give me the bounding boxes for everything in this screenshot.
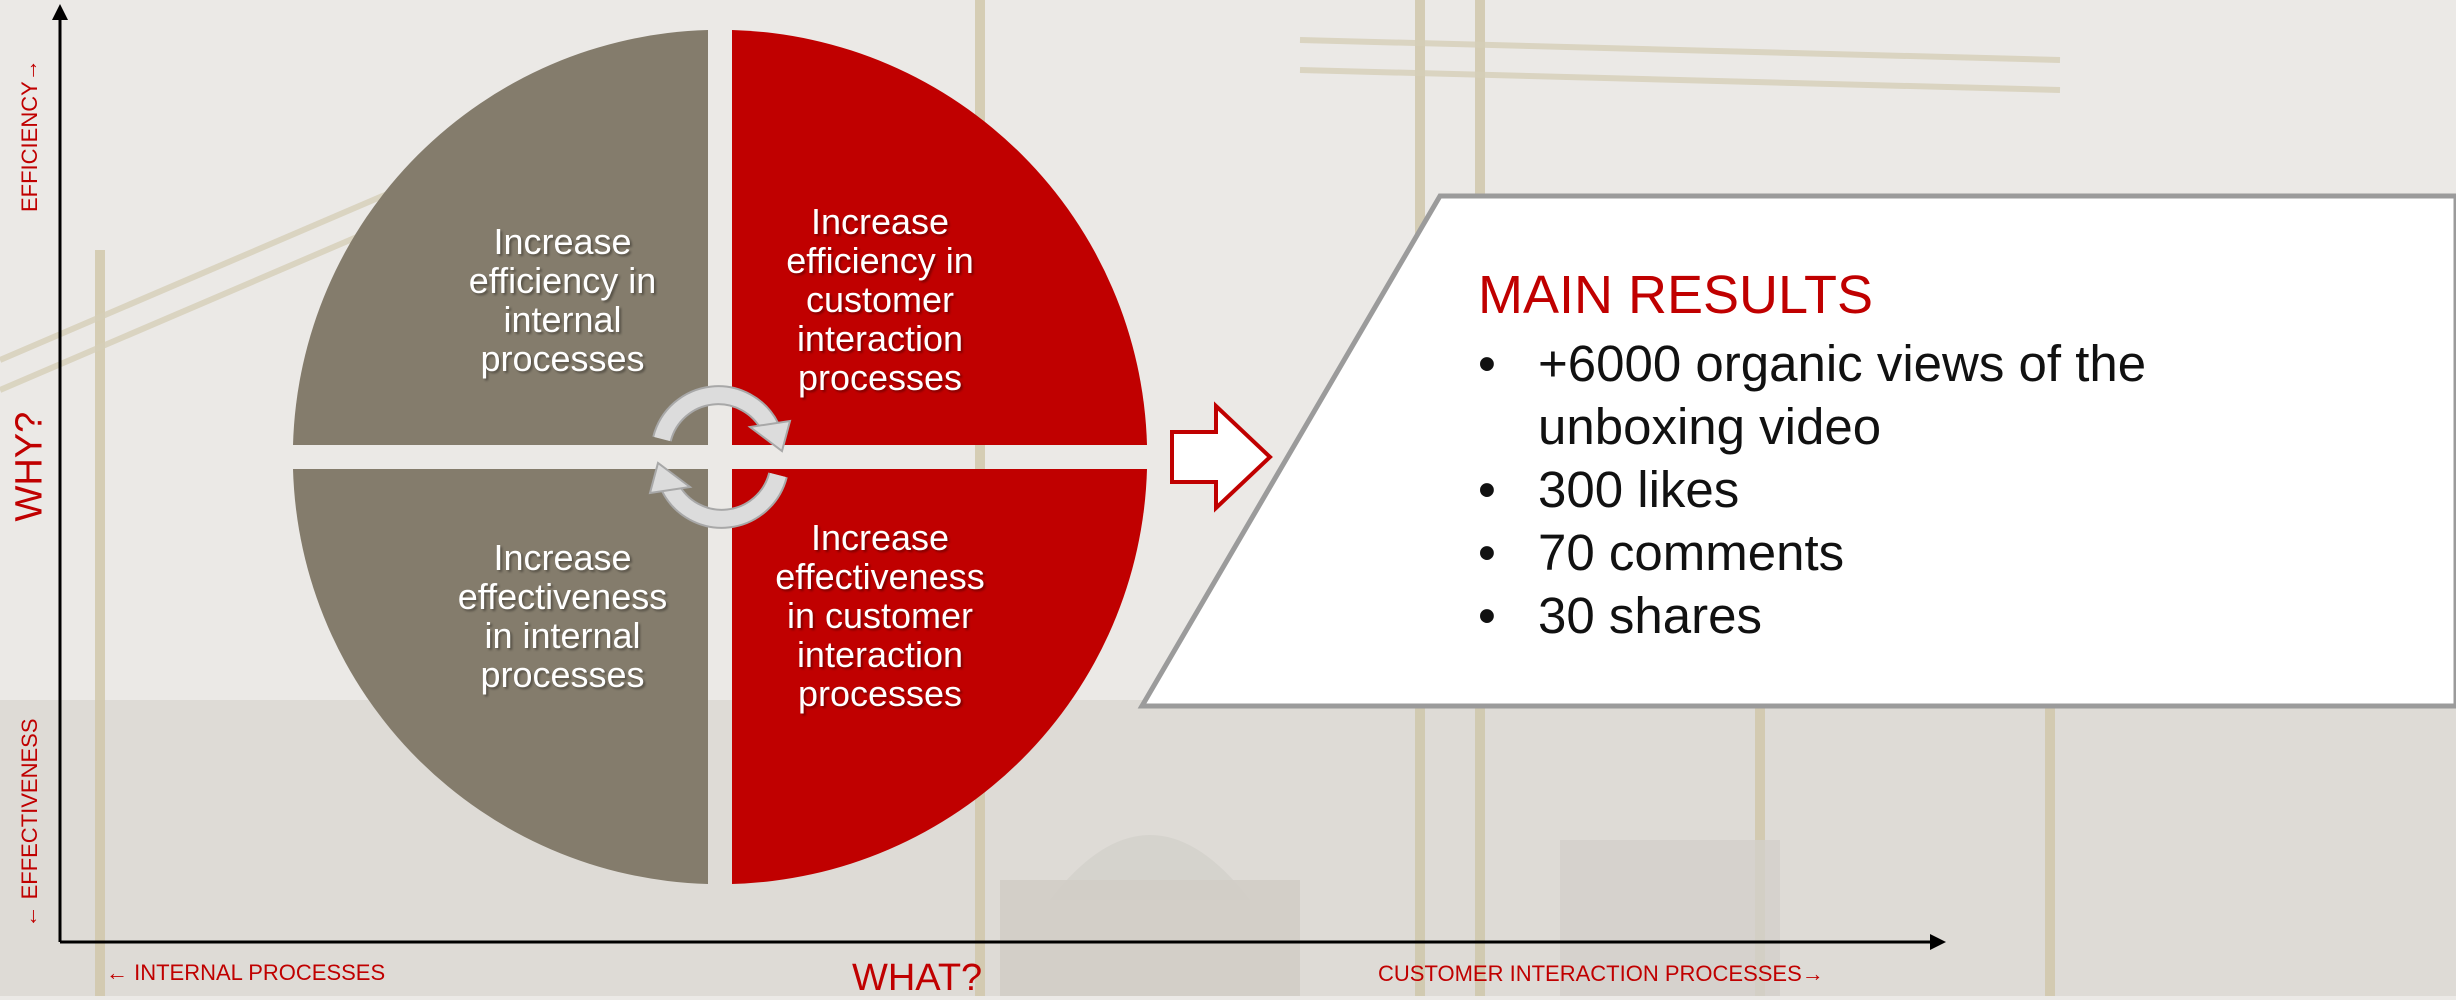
- quadrant-text-line: efficiency in: [786, 240, 974, 281]
- quadrant-text-line: internal: [503, 299, 622, 340]
- quadrant-text-line: Increase: [810, 201, 950, 242]
- results-item-text: 70 comments: [1538, 524, 1845, 581]
- quadrant-bottom-left: [293, 469, 708, 884]
- x-axis-left-label: ← INTERNAL PROCESSES: [106, 960, 386, 985]
- quadrant-top-left: [293, 30, 708, 445]
- quadrant-text-line: interaction: [796, 318, 964, 359]
- quadrant-text-line: Increase: [810, 517, 950, 558]
- bullet-icon: •: [1478, 524, 1496, 581]
- results-list-item: • 300 likes: [1478, 458, 2218, 521]
- results-list-item: • 70 comments: [1478, 521, 2218, 584]
- bullet-icon: •: [1478, 587, 1496, 644]
- quadrant-text-line: Increase: [493, 537, 632, 578]
- quadrant-bottom-right: [732, 469, 1147, 884]
- quadrant-text-line: interaction: [796, 634, 964, 675]
- results-panel: [1137, 193, 2456, 709]
- quadrant-text-line: in internal: [484, 615, 641, 656]
- hollow-right-arrow-icon: [1170, 401, 1273, 513]
- results-item-text: +6000 organic views of the unboxing vide…: [1538, 335, 2147, 455]
- quadrant-top-right: [732, 30, 1147, 445]
- cycle-arrows-icon: [652, 385, 788, 529]
- results-list-item: • 30 shares: [1478, 584, 2218, 647]
- quadrant-text-line: in customer: [786, 595, 974, 636]
- bullet-icon: •: [1478, 461, 1496, 518]
- results-title: MAIN RESULTS: [1478, 265, 1874, 325]
- results-list: • +6000 organic views of the unboxing vid…: [1478, 332, 2218, 647]
- results-list-item: • +6000 organic views of the unboxing vid…: [1478, 332, 2218, 458]
- bullet-icon: •: [1478, 335, 1496, 392]
- quadrant-text-line: processes: [480, 654, 645, 695]
- quadrant-text-line: Increase: [493, 221, 632, 262]
- quadrant-text-line: efficiency in: [468, 260, 657, 301]
- quadrant-text-line: processes: [797, 357, 963, 398]
- x-axis-right-label: CUSTOMER INTERACTION PROCESSES→: [1378, 961, 1824, 986]
- results-item-text: 30 shares: [1538, 587, 1762, 644]
- quadrant-text-line: processes: [797, 673, 963, 714]
- quadrant-text-line: customer: [805, 279, 955, 320]
- x-axis-title: WHAT?: [852, 957, 983, 999]
- quadrant-text-line: effectiveness: [775, 556, 985, 597]
- quadrant-text-line: effectiveness: [457, 576, 668, 617]
- results-item-text: 300 likes: [1538, 461, 1740, 518]
- quadrant-text-line: processes: [480, 338, 645, 379]
